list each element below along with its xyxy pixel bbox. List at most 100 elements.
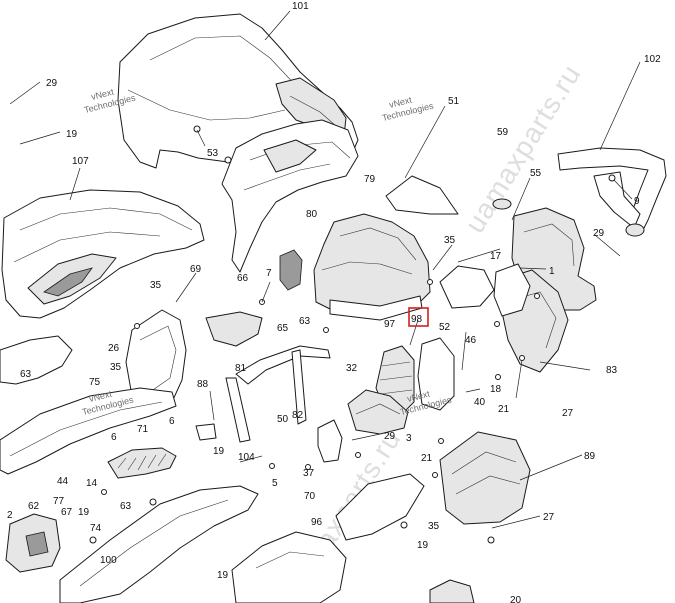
- callout-69[interactable]: 69: [190, 264, 202, 275]
- callout-32[interactable]: 32: [346, 363, 358, 374]
- callout-83[interactable]: 83: [606, 365, 618, 376]
- callout-101[interactable]: 101: [292, 1, 309, 12]
- part-104-lower-front-panel: [59, 485, 259, 603]
- callout-7[interactable]: 7: [266, 268, 272, 279]
- callout-52[interactable]: 52: [439, 322, 451, 333]
- part-102-bumper-bar: [557, 147, 667, 237]
- callout-29[interactable]: 29: [46, 78, 58, 89]
- fastener: [134, 323, 140, 329]
- fastener: [519, 355, 525, 361]
- callout-3[interactable]: 3: [406, 433, 412, 444]
- part-98-intake-boot: [417, 337, 455, 411]
- callout-74[interactable]: 74: [90, 523, 102, 534]
- callout-97[interactable]: 97: [384, 319, 396, 330]
- callout-6[interactable]: 6: [111, 432, 117, 443]
- callout-37[interactable]: 37: [303, 468, 315, 479]
- part-69-vertical-panel: [125, 309, 187, 409]
- callout-63[interactable]: 63: [20, 369, 32, 380]
- callout-6[interactable]: 6: [169, 416, 175, 427]
- callout-79[interactable]: 79: [364, 174, 376, 185]
- callout-51[interactable]: 51: [448, 96, 460, 107]
- callout-2[interactable]: 2: [7, 510, 13, 521]
- callout-89[interactable]: 89: [584, 451, 596, 462]
- callout-82[interactable]: 82: [292, 410, 304, 421]
- part-75-lower-side-panel: [0, 335, 177, 475]
- callout-102[interactable]: 102: [644, 54, 661, 65]
- callout-104[interactable]: 104: [238, 452, 255, 463]
- callout-labels: 101 29 19 53 107 51 59 102 79 55 9 80 29…: [7, 1, 661, 603]
- callout-71[interactable]: 71: [137, 424, 149, 435]
- callout-21[interactable]: 21: [498, 404, 510, 415]
- callout-20[interactable]: 20: [510, 595, 522, 603]
- part-side-duct-panel: [221, 119, 359, 273]
- callout-19[interactable]: 19: [217, 570, 229, 581]
- part-52-trim: [439, 263, 531, 317]
- callout-27[interactable]: 27: [543, 512, 555, 523]
- callout-1[interactable]: 1: [549, 266, 555, 277]
- callout-35[interactable]: 35: [428, 521, 440, 532]
- fastener: [149, 498, 157, 506]
- callout-35[interactable]: 35: [110, 362, 122, 373]
- callout-21[interactable]: 21: [421, 453, 433, 464]
- callout-19[interactable]: 19: [66, 129, 78, 140]
- callout-35[interactable]: 35: [150, 280, 162, 291]
- callout-53[interactable]: 53: [207, 148, 219, 159]
- callout-96[interactable]: 96: [311, 517, 323, 528]
- callout-66[interactable]: 66: [237, 273, 249, 284]
- callout-17[interactable]: 17: [490, 251, 502, 262]
- callout-29[interactable]: 29: [384, 431, 396, 442]
- callout-5[interactable]: 5: [272, 478, 278, 489]
- fastener: [355, 452, 361, 458]
- fastener: [269, 463, 275, 469]
- fastener: [495, 374, 501, 380]
- callout-88[interactable]: 88: [197, 379, 209, 390]
- callout-27[interactable]: 27: [562, 408, 574, 419]
- part-32-hose-assembly: [347, 389, 409, 435]
- callout-81[interactable]: 81: [235, 363, 247, 374]
- fastener: [101, 489, 107, 495]
- fastener: [438, 438, 444, 444]
- callout-19[interactable]: 19: [213, 446, 225, 457]
- callout-44[interactable]: 44: [57, 476, 69, 487]
- callout-59[interactable]: 59: [497, 127, 509, 138]
- part-20-bottom-bracket: [429, 579, 475, 603]
- callout-75[interactable]: 75: [89, 377, 101, 388]
- part-71-grille: [107, 447, 177, 479]
- callout-77[interactable]: 77: [53, 496, 65, 507]
- callout-107[interactable]: 107: [72, 156, 89, 167]
- callout-100[interactable]: 100: [100, 555, 117, 566]
- part-62-lower-bracket: [5, 513, 61, 573]
- callout-50[interactable]: 50: [277, 414, 289, 425]
- fastener: [608, 174, 616, 182]
- fastener: [487, 536, 495, 544]
- part-82-bracket: [317, 419, 343, 463]
- callout-40[interactable]: 40: [474, 397, 486, 408]
- callout-55[interactable]: 55: [530, 168, 542, 179]
- part-80-bracket: [279, 249, 303, 291]
- site-watermark: uamaxparts.ru: [459, 59, 587, 238]
- callout-98[interactable]: 98: [411, 314, 423, 325]
- callout-70[interactable]: 70: [304, 491, 316, 502]
- callout-35[interactable]: 35: [444, 235, 456, 246]
- part-96-bottom-panel: [231, 531, 347, 603]
- callout-14[interactable]: 14: [86, 478, 98, 489]
- callout-67[interactable]: 67: [61, 507, 73, 518]
- fastener: [224, 156, 232, 164]
- callout-19[interactable]: 19: [417, 540, 429, 551]
- callout-9[interactable]: 9: [634, 196, 640, 207]
- part-89-box: [439, 431, 531, 525]
- part-70-small-panel: [335, 473, 425, 541]
- fastener: [534, 293, 540, 299]
- callout-80[interactable]: 80: [306, 209, 318, 220]
- callout-29[interactable]: 29: [593, 228, 605, 239]
- callout-63[interactable]: 63: [299, 316, 311, 327]
- callout-65[interactable]: 65: [277, 323, 289, 334]
- part-107-front-fender: [1, 189, 205, 319]
- callout-26[interactable]: 26: [108, 343, 120, 354]
- callout-19[interactable]: 19: [78, 507, 90, 518]
- callout-62[interactable]: 62: [28, 501, 40, 512]
- callout-46[interactable]: 46: [465, 335, 477, 346]
- callout-63[interactable]: 63: [120, 501, 132, 512]
- callout-18[interactable]: 18: [490, 384, 502, 395]
